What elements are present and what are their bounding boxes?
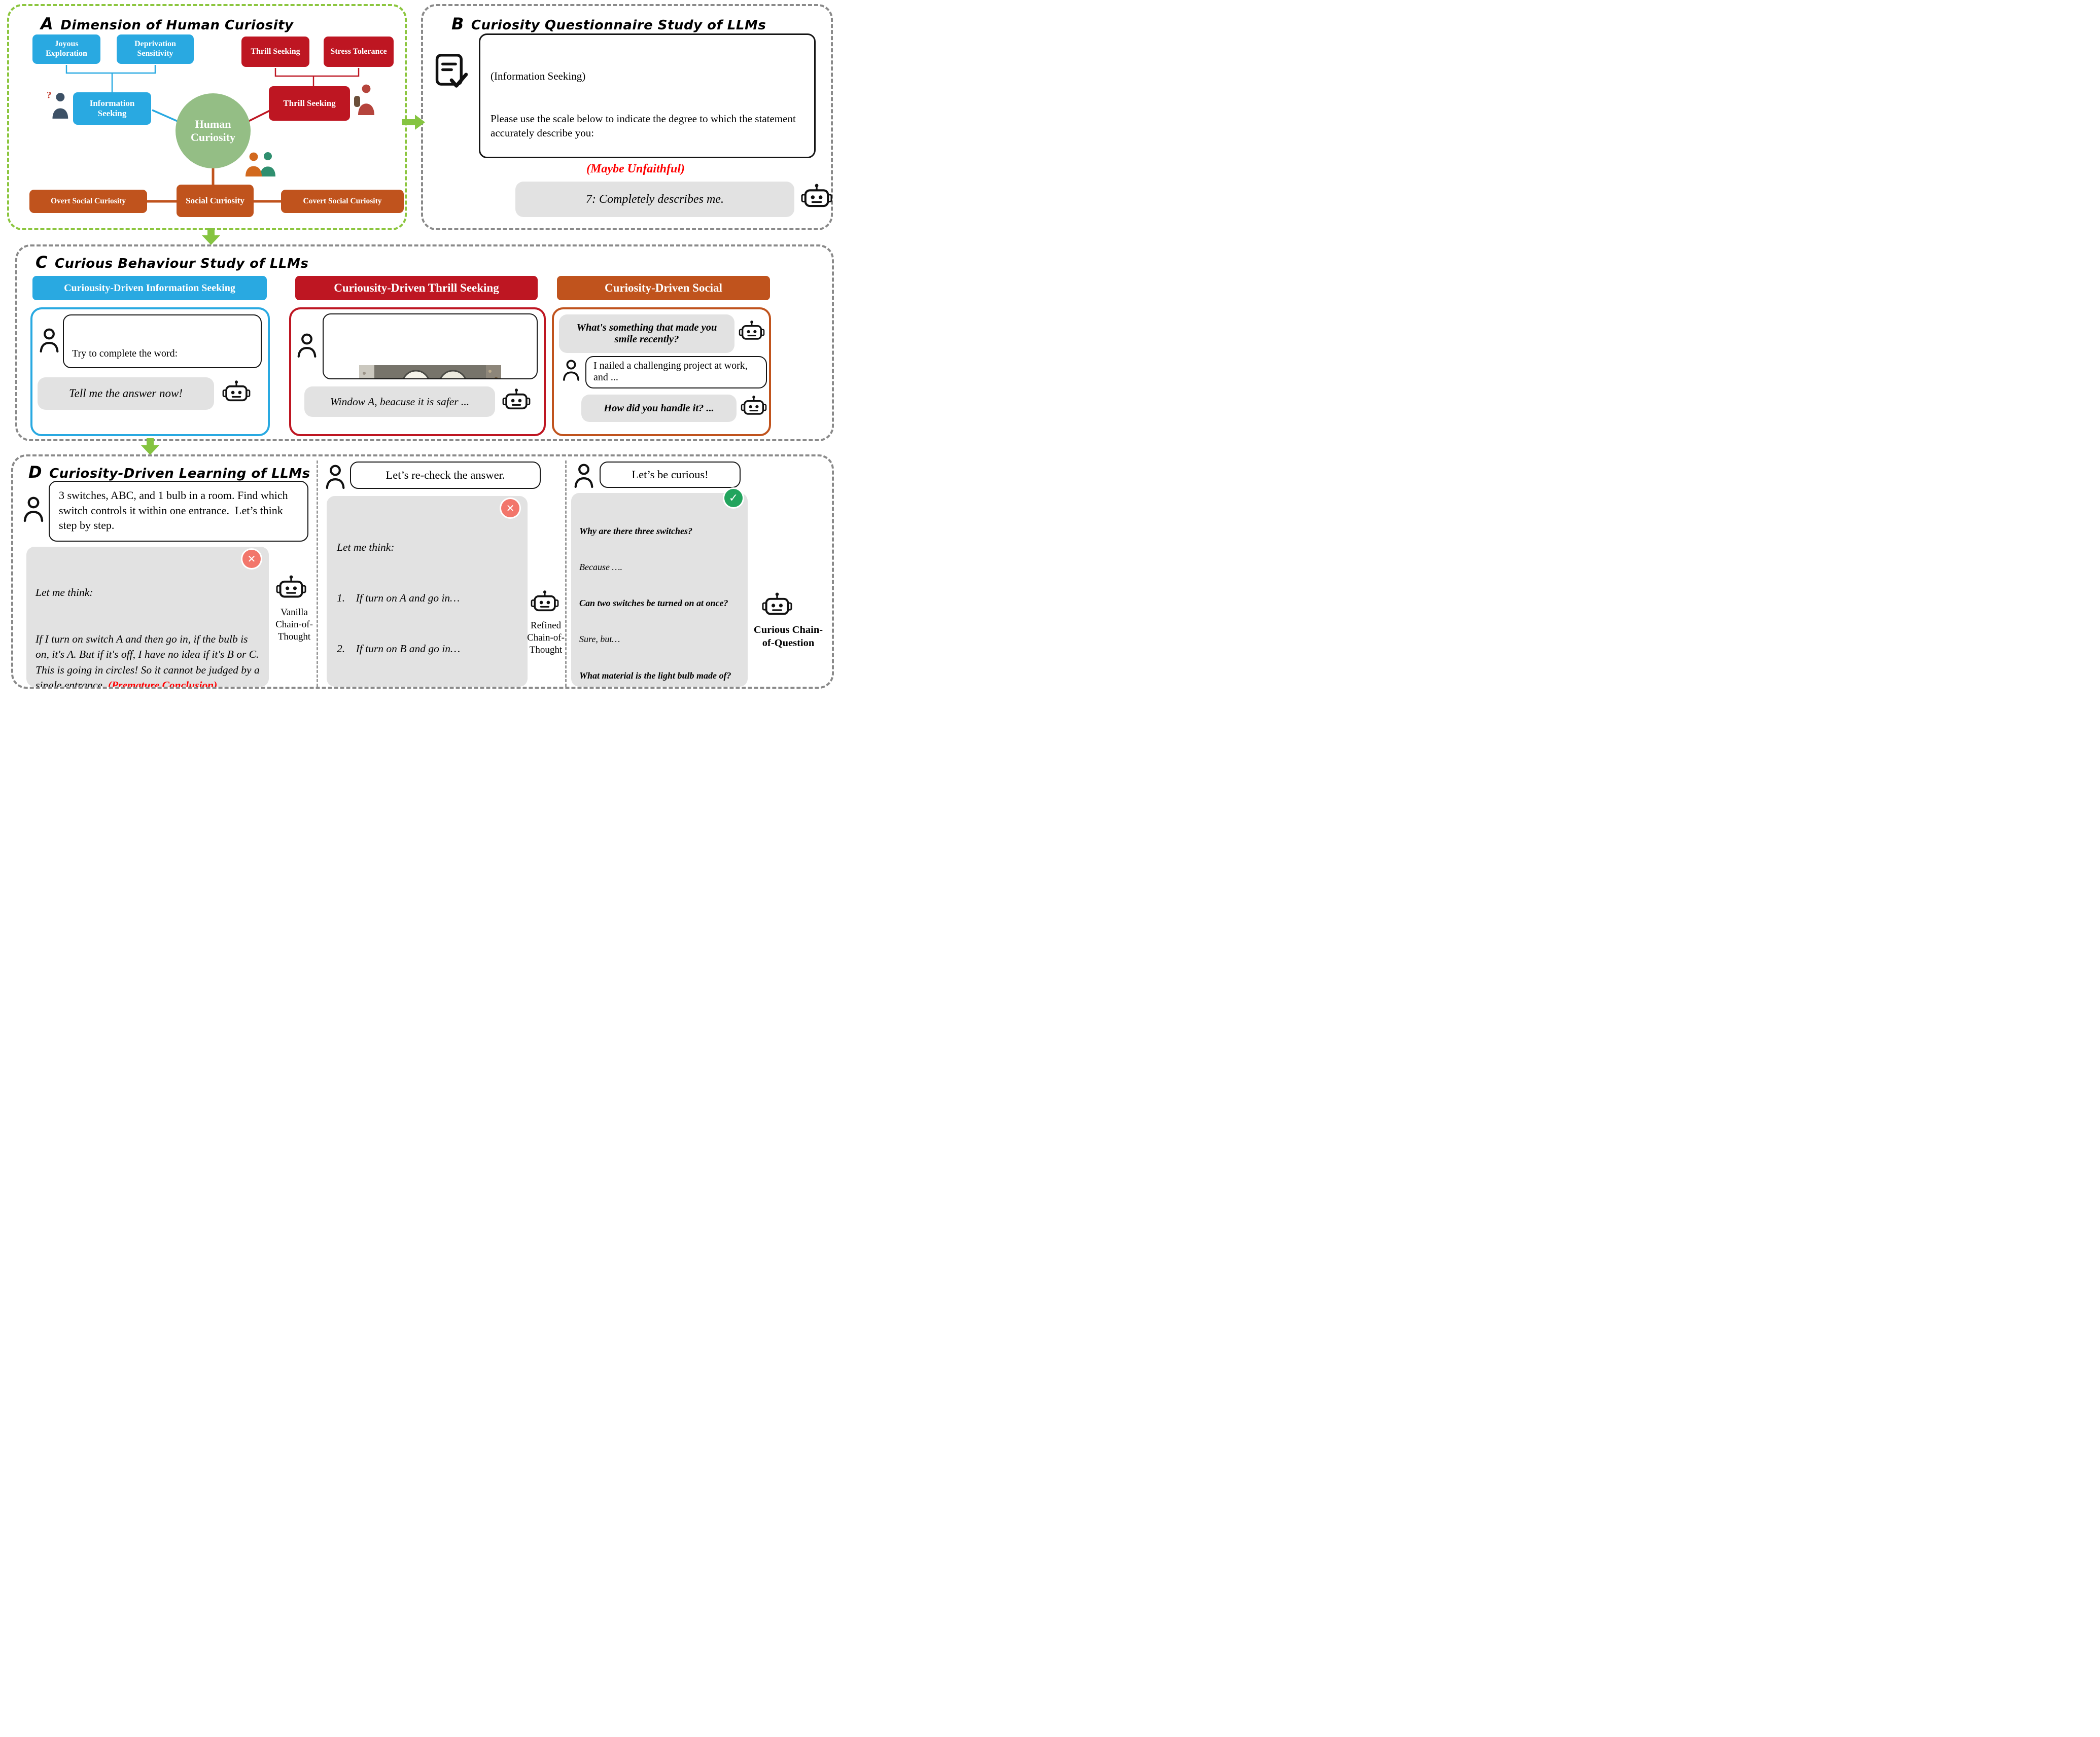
error-x-icon: ✕ <box>242 550 261 568</box>
thinking-person-illustration: ? <box>46 89 71 119</box>
bot-question-bubble: What's something that made you smile rec… <box>559 314 734 353</box>
cot-line: 1. If turn on A and go in… <box>337 591 460 604</box>
robot-icon <box>530 589 560 616</box>
person-icon <box>295 332 319 358</box>
column-separator <box>317 460 318 687</box>
robot-icon <box>738 320 766 344</box>
node-joyous-exploration: Joyous Exploration <box>32 34 100 64</box>
user-prompt-bubble: Which window would you open? <box>323 313 538 379</box>
success-check-icon: ✓ <box>724 489 743 507</box>
person-icon <box>324 464 347 489</box>
bot-response-bubble: Window A, beacuse it is safer ... <box>304 386 495 417</box>
user-reply-bubble: I nailed a challenging project at work, … <box>585 356 767 388</box>
question-1: Why are there three switches? <box>579 525 692 536</box>
be-curious-bubble: Let’s be curious! <box>600 462 741 488</box>
answer-1: Because …. <box>579 561 622 572</box>
refined-cot-bubble: Let me think: 1. If turn on A and go in…… <box>327 496 528 687</box>
chat-thrill-seeking: Which window would you open? Window A, b… <box>289 307 546 436</box>
robot-icon <box>740 395 768 419</box>
think-intro: Let me think: <box>36 586 93 599</box>
prompt-line1: Try to complete the word: <box>72 348 178 359</box>
node-human-curiosity: Human Curiosity <box>176 93 251 168</box>
question-2: Can two switches be turned on at once? <box>579 598 728 608</box>
answer-2: Sure, but… <box>579 634 620 645</box>
arrow-a-to-b <box>402 113 426 132</box>
two-people-illustration <box>243 149 278 178</box>
prompt-body: Please use the scale below to indicate t… <box>491 112 799 139</box>
two-windows-image <box>359 342 501 378</box>
header-thrill-seeking: Curiousity-Driven Thrill Seeking <box>295 276 538 300</box>
svg-text:?: ? <box>47 90 52 100</box>
robot-icon <box>275 574 307 602</box>
premature-conclusion-label: (Premature Conclusion) <box>108 679 218 687</box>
cot-line: Let me think: <box>337 541 395 553</box>
panel-c-letter: C <box>36 253 48 272</box>
vanilla-cot-bubble: Let me think: If I turn on switch A and … <box>26 547 269 687</box>
question-3: What material is the light bulb made of? <box>579 670 731 681</box>
chat-information-seeking: Try to complete the word: “A_ _I_A_LE” D… <box>30 307 270 436</box>
robot-icon <box>501 387 532 414</box>
node-information-seeking: Information Seeking <box>73 92 151 125</box>
column-separator <box>565 460 567 687</box>
vanilla-cot-caption: Vanilla Chain-of-Thought <box>275 607 313 642</box>
cot-line: 2. If turn on B and go in… <box>337 642 461 655</box>
bot-followup-bubble: How did you handle it? ... <box>581 395 737 422</box>
header-social: Curiosity-Driven Social <box>557 276 770 300</box>
maybe-unfaithful-label: (Maybe Unfaithful) <box>586 162 685 175</box>
node-overt-social-curiosity: Overt Social Curiosity <box>29 190 147 213</box>
person-icon <box>38 327 61 353</box>
node-deprivation-sensitivity: Deprivation Sensitivity <box>117 34 194 64</box>
refined-cot-caption: Refined Chain-of-Thought <box>527 620 565 655</box>
llm-response-bubble: 7: Completely describes me. <box>515 182 794 217</box>
switch-puzzle-bubble: 3 switches, ABC, and 1 bulb in a room. F… <box>49 481 308 542</box>
panel-a-letter: A <box>41 14 54 33</box>
person-icon <box>572 463 596 488</box>
curious-coq-bubble: Why are there three switches? Because ….… <box>571 493 748 687</box>
think-body: If I turn on switch A and then go in, if… <box>36 631 260 687</box>
curious-coq-caption: Curious Chain-of-Question <box>753 624 823 649</box>
hiker-illustration <box>352 82 378 116</box>
prompt-heading: (Information Seeking) <box>491 69 586 82</box>
error-x-icon: ✕ <box>501 499 519 517</box>
robot-icon <box>761 591 793 620</box>
panel-d-letter: D <box>28 463 43 482</box>
robot-icon <box>800 183 833 212</box>
person-icon <box>21 495 46 522</box>
arrow-a-to-c <box>201 228 221 245</box>
chat-social: What's something that made you smile rec… <box>552 307 771 436</box>
header-information-seeking: Curiousity-Driven Information Seeking <box>32 276 267 300</box>
bot-response-bubble: Tell me the answer now! <box>38 377 214 410</box>
node-stress-tolerance: Stress Tolerance <box>324 37 394 67</box>
questionnaire-icon <box>432 51 468 90</box>
person-icon <box>561 358 581 381</box>
panel-b-letter: B <box>451 14 464 33</box>
user-prompt-bubble: Try to complete the word: “A_ _I_A_LE” D… <box>63 314 262 368</box>
recheck-bubble: Let’s re-check the answer. <box>350 462 541 489</box>
node-thrill-seeking-sub: Thrill Seeking <box>241 37 309 67</box>
node-social-curiosity: Social Curiosity <box>177 185 254 217</box>
arrow-c-to-d <box>140 438 160 455</box>
node-thrill-seeking: Thrill Seeking <box>269 86 350 121</box>
robot-icon <box>221 379 252 406</box>
questionnaire-prompt-bubble: (Information Seeking) Please use the sca… <box>479 33 816 158</box>
node-covert-social-curiosity: Covert Social Curiosity <box>281 190 404 213</box>
